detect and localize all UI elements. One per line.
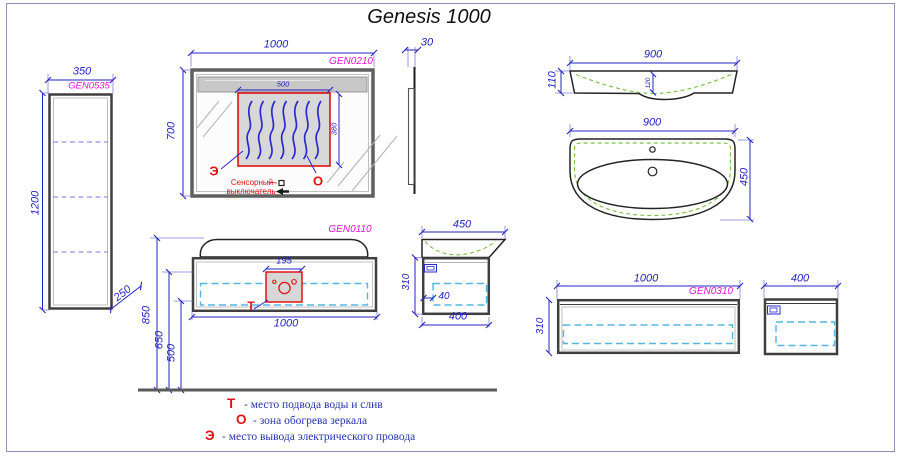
sensor-switch-mark <box>278 179 285 187</box>
dim-vanity-side-gap: 40 <box>438 291 450 302</box>
basin-bowl <box>576 158 729 210</box>
vanity-side-view <box>411 226 509 329</box>
dim-heat-zone-width: 500 <box>276 79 290 89</box>
legend-symbol-heat: О <box>236 412 247 427</box>
code-vanity: GEN0110 <box>328 224 372 235</box>
sensor-switch-label-line1: Сенсорный <box>230 178 274 187</box>
dim-height-850: 850 <box>140 305 153 325</box>
dim-vanity-side-depth: 400 <box>448 310 468 323</box>
dim-vanity-side-top-depth: 450 <box>452 218 472 231</box>
dim-tall-cabinet-width: 350 <box>72 65 92 78</box>
dim-tall-cabinet-height: 1200 <box>29 190 42 216</box>
dim-height-500: 500 <box>165 343 178 363</box>
dim-mirror-height: 700 <box>165 121 178 141</box>
dim-washbasin-depth: 450 <box>738 167 751 187</box>
dim-mirror-depth: 30 <box>420 36 434 49</box>
dim-drawer-unit-depth: 400 <box>790 272 810 285</box>
dim-washbasin-bowl-depth: 120 <box>644 77 652 89</box>
vanity-front-view <box>150 234 381 394</box>
legend-symbol-water: Т <box>227 396 236 411</box>
page-border <box>6 3 895 452</box>
washbasin-side-view <box>555 56 741 101</box>
dim-vanity-side-height: 310 <box>401 273 412 291</box>
dim-drawer-unit-height: 310 <box>535 317 546 335</box>
dim-height-650: 650 <box>153 330 166 350</box>
wall-bracket-icon <box>767 305 781 315</box>
drawer-unit-front-view <box>545 280 744 357</box>
dim-washbasin-width-side: 900 <box>643 48 663 61</box>
water-supply-zone <box>265 271 303 303</box>
mirror-side-view <box>401 46 422 194</box>
symbol-water-supply: Т <box>247 299 255 313</box>
sensor-switch-label-line2: выключатель <box>226 187 276 196</box>
dim-washbasin-width-top: 900 <box>642 116 662 129</box>
code-tall-cabinet: GEN0535 <box>68 80 110 92</box>
page-title: Genesis 1000 <box>367 6 491 28</box>
washbasin-top-view <box>566 124 754 223</box>
code-mirror: GEN0210 <box>329 56 373 67</box>
heating-zone-waves <box>245 100 322 160</box>
dim-washbasin-height: 110 <box>546 71 559 89</box>
legend-text-electric: - место вывода электрического провода <box>222 431 416 443</box>
legend-text-heat: - зона обогрева зеркала <box>253 415 368 427</box>
dim-mirror-width: 1000 <box>263 38 289 51</box>
legend-symbol-electric: Э <box>205 428 215 443</box>
mirror-front-view <box>179 49 398 200</box>
dim-heat-zone-height: 380 <box>329 122 339 136</box>
overflow-hole <box>647 166 658 177</box>
tall-cabinet-front-view <box>39 74 143 314</box>
dim-supply-zone-width: 195 <box>276 255 292 267</box>
wall-bracket-icon <box>424 264 437 273</box>
faucet-hole <box>649 146 656 153</box>
dim-drawer-unit-width: 1000 <box>633 272 659 285</box>
symbol-heating-zone: О <box>312 173 324 189</box>
drawer-unit-side-view <box>760 280 842 356</box>
sensor-arrow-icon <box>276 188 289 195</box>
code-drawer-unit: GEN0310 <box>689 286 733 297</box>
vessel-basin <box>199 238 369 258</box>
legend-text-water: - место подвода воды и слив <box>244 399 383 411</box>
symbol-electric-outlet: Э <box>209 163 219 179</box>
dim-vanity-width: 1000 <box>273 317 299 330</box>
